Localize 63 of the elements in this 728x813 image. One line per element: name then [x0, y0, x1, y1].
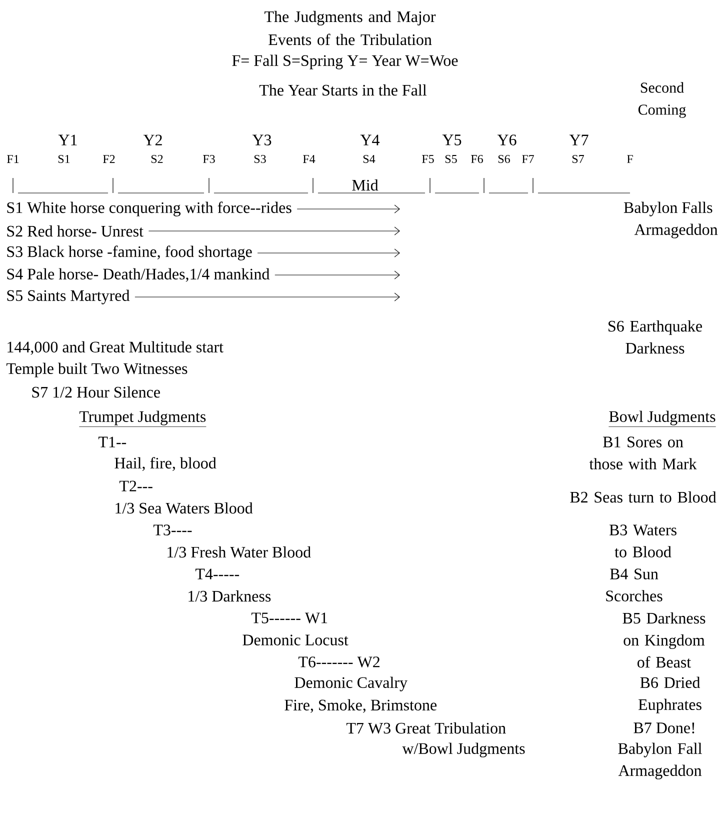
- section-heading: Trumpet Judgments: [79, 410, 206, 427]
- event-label: S7 1/2 Hour Silence: [32, 386, 160, 398]
- judgment-label: Fire, Smoke, Brimstone: [284, 699, 437, 713]
- judgment-label: T6------- W2: [298, 656, 380, 668]
- judgment-label: Hail, fire, blood: [114, 457, 216, 471]
- judgment-label: T1--: [98, 436, 126, 448]
- event-label: Armageddon: [634, 224, 718, 238]
- event-label: S4 Pale horse- Death/Hades,1/4 mankind: [7, 268, 270, 282]
- year-label: Y4: [360, 134, 380, 146]
- judgment-label: B7 Done!: [634, 722, 694, 734]
- season-label: F2: [103, 155, 115, 163]
- title: The Judgments and Major Events of the Tribulation: [264, 10, 436, 46]
- season-label: S6: [498, 154, 510, 164]
- year-label: Y5: [442, 134, 462, 146]
- judgment-label: T7 W3 Great Tribulation: [346, 722, 506, 734]
- event-label: S2 Red horse- Unrest: [7, 225, 144, 237]
- midpoint-label: Mid: [352, 179, 378, 191]
- event-label: Temple built Two Witnesses: [6, 362, 188, 378]
- judgment-label: T3----: [153, 524, 192, 536]
- section-heading: Bowl Judgments: [608, 410, 716, 427]
- year-label: Y7: [569, 134, 588, 146]
- event-label: Second Coming: [638, 82, 686, 118]
- judgment-label: 1/3 Darkness: [188, 590, 271, 602]
- event-label: S6 Earthquake Darkness: [608, 320, 702, 354]
- season-label: S2: [151, 154, 163, 164]
- judgment-label: B4 Sun Scorches: [606, 568, 662, 602]
- season-label: F: [627, 155, 633, 163]
- judgment-label: 1/3 Sea Waters Blood: [116, 502, 253, 514]
- year-label: Y6: [497, 134, 516, 146]
- event-label: S5 Saints Martyred: [7, 290, 130, 304]
- judgment-label: B1 Sores on those with Mark: [589, 436, 697, 470]
- event-label: 144,000 and Great Multitude start: [8, 341, 224, 355]
- season-label: S1: [58, 154, 70, 164]
- judgment-label: Demonic Cavalry: [294, 676, 408, 692]
- event-label: S3 Black horse -famine, food shortage: [7, 246, 252, 260]
- season-label: F1: [7, 155, 19, 163]
- event-label: S1 White horse conquering with force--rides: [7, 202, 292, 216]
- judgment-label: B5 Darkness on Kingdom of Beast: [622, 612, 706, 668]
- season-label: S5: [445, 154, 457, 164]
- season-label: F3: [203, 154, 215, 164]
- event-label: Babylon Falls: [624, 202, 712, 216]
- judgment-label: Babylon Fall Armageddon: [618, 742, 702, 780]
- judgment-label: B2 Seas turn to Blood: [570, 491, 716, 503]
- legend-note: F= Fall S=Spring Y= Year W=Woe: [232, 54, 458, 70]
- season-label: S3: [254, 154, 266, 164]
- judgment-label: 1/3 Fresh Water Blood: [168, 546, 311, 558]
- year-label: Y3: [252, 134, 272, 146]
- season-label: F6: [471, 154, 483, 164]
- judgment-label: T4-----: [195, 568, 240, 580]
- season-label: F4: [303, 155, 316, 163]
- judgment-label: T5------ W1: [251, 612, 328, 624]
- year-label: Y1: [58, 134, 77, 146]
- note: The Year Starts in the Fall: [259, 84, 427, 96]
- year-label: Y2: [143, 134, 162, 146]
- judgment-label: T2---: [119, 480, 152, 492]
- season-label: S7: [572, 154, 584, 164]
- judgment-label: B6 Dried Euphrates: [638, 676, 702, 714]
- judgment-label: w/Bowl Judgments: [402, 742, 525, 758]
- season-label: F7: [522, 155, 534, 163]
- judgment-label: B3 Waters to Blood: [609, 524, 676, 558]
- season-label: S4: [363, 154, 376, 164]
- season-label: F5: [422, 155, 434, 163]
- judgment-label: Demonic Locust: [242, 634, 348, 646]
